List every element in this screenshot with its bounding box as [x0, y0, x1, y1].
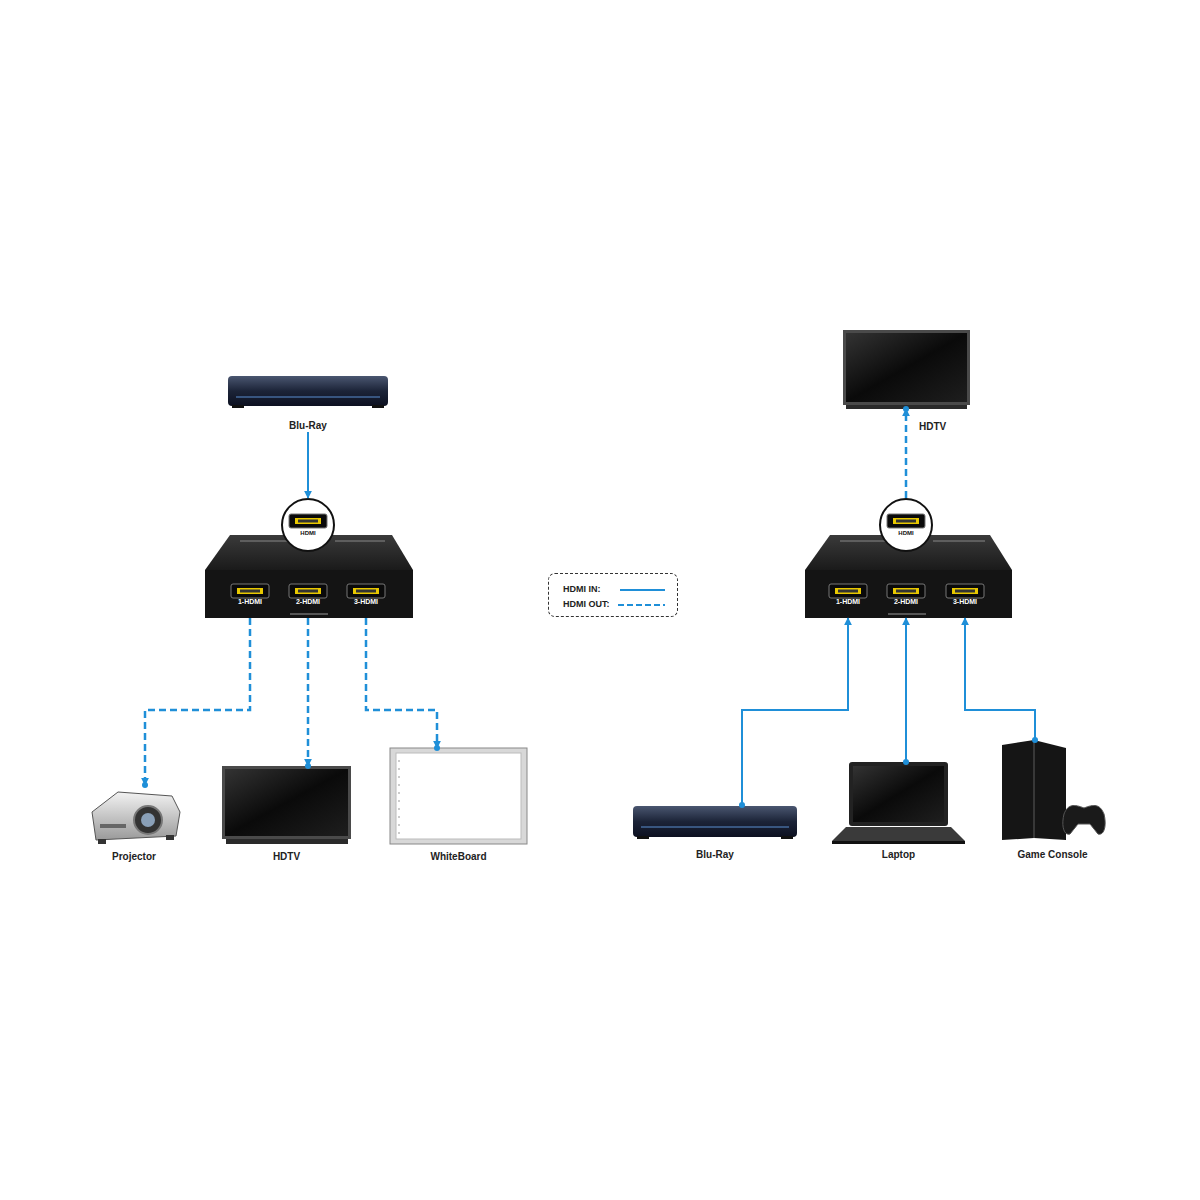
- port-label: 3-HDMI: [940, 598, 990, 606]
- device-label: WhiteBoard: [428, 851, 488, 863]
- hdmi-switch: [805, 499, 1012, 618]
- hdmi-box: HDMI 1-HDMI 2-HDMI 3-HDMI: [805, 498, 1012, 618]
- game-console: [1002, 740, 1105, 840]
- hdtv: [222, 766, 351, 844]
- hdmi-out-line: [145, 618, 250, 785]
- bluray-player: [228, 376, 388, 408]
- port-label: 1-HDMI: [823, 598, 873, 606]
- hdmi-in-line: [307, 432, 309, 498]
- connection-dot: [305, 763, 311, 769]
- hdmi-out-line: [905, 409, 908, 498]
- device: HDTV: [222, 766, 351, 863]
- connection-dot: [739, 802, 745, 808]
- hdmi-out-line: [307, 618, 310, 766]
- device-label: Projector: [110, 851, 158, 863]
- device-label: Laptop: [880, 849, 917, 861]
- hdmi-in-line: [742, 618, 848, 805]
- device-label: HDTV: [271, 851, 302, 863]
- device: Game Console: [1000, 740, 1105, 861]
- callout-label: HDMI: [886, 530, 926, 537]
- connection-dot: [903, 406, 909, 412]
- hdmi-splitter: [205, 499, 413, 618]
- device: Laptop: [832, 762, 965, 861]
- connection-dot: [434, 745, 440, 751]
- connection-dot: [142, 782, 148, 788]
- bluray-player: [633, 806, 797, 839]
- device: Blu-Ray: [228, 374, 388, 432]
- device: WhiteBoard: [390, 748, 527, 863]
- legend-text: HDMI IN:: [563, 584, 601, 595]
- port-label: 3-HDMI: [341, 598, 391, 606]
- legend-box: HDMI IN: HDMI OUT:: [548, 573, 678, 617]
- device-label: Game Console: [1015, 849, 1089, 861]
- hdmi-in-line: [965, 618, 1035, 740]
- device-label: HDTV: [917, 421, 948, 433]
- hdmi-box: HDMI 1-HDMI 2-HDMI 3-HDMI: [205, 498, 413, 618]
- projector: [92, 792, 180, 844]
- device-label: Blu-Ray: [694, 849, 736, 861]
- hdmi-in-line: [905, 618, 907, 762]
- legend-sample-dashed: [618, 604, 665, 606]
- whiteboard: [390, 748, 527, 844]
- laptop: [832, 762, 965, 844]
- device-label: Blu-Ray: [287, 420, 329, 432]
- hdtv: [843, 330, 970, 409]
- connection-dot: [1032, 737, 1038, 743]
- legend-text: HDMI OUT:: [563, 599, 610, 610]
- device: Blu-Ray: [633, 805, 797, 861]
- port-label: 2-HDMI: [283, 598, 333, 606]
- device: HDTV: [843, 330, 970, 409]
- port-label: 1-HDMI: [225, 598, 275, 606]
- connection-dot: [903, 759, 909, 765]
- hdmi-out-line: [366, 618, 437, 748]
- port-label: 2-HDMI: [881, 598, 931, 606]
- device: Projector: [88, 785, 180, 863]
- legend-sample-solid: [620, 589, 665, 591]
- callout-label: HDMI: [288, 530, 328, 537]
